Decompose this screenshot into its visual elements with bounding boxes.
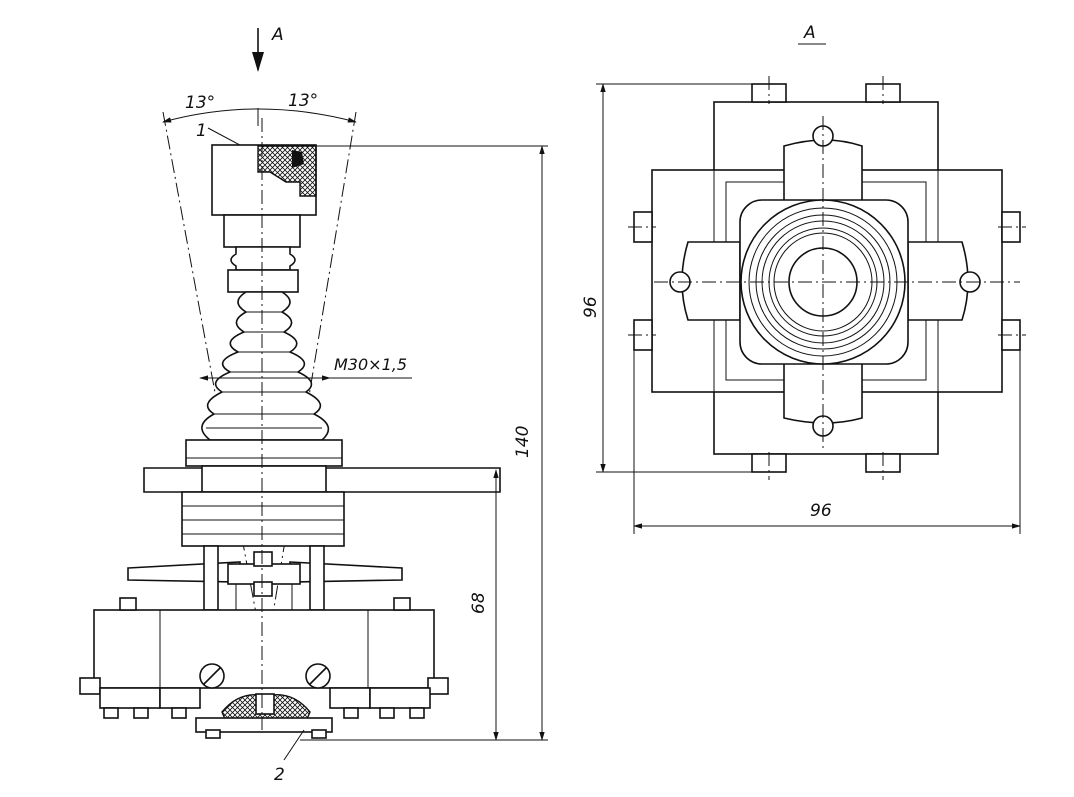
mounting-panel	[143, 439, 501, 547]
thread-label: M30×1,5	[334, 355, 407, 374]
mechanism	[127, 545, 403, 611]
base-height-label: 68	[469, 592, 489, 614]
plan-view-a: A	[581, 23, 1026, 534]
thread-dimension: M30×1,5	[199, 355, 412, 381]
rubber-bellows	[201, 291, 330, 441]
front-view: A 13° 13° 1	[79, 25, 548, 785]
view-arrow-label: A	[271, 25, 284, 45]
view-title: A	[803, 23, 816, 43]
callout-1: 1	[196, 121, 207, 141]
switch-body	[79, 597, 449, 739]
angle-right-label: 13°	[288, 91, 318, 111]
callout-2: 2	[274, 765, 285, 785]
overall-height-dimension: 140	[300, 145, 548, 741]
plan-height-dimension: 96	[581, 83, 752, 473]
base-height-dimension: 68	[469, 469, 499, 741]
control-knob	[211, 144, 317, 248]
plan-width-label: 96	[810, 501, 832, 521]
overall-height-label: 140	[513, 426, 533, 458]
lever-shaft	[227, 246, 299, 293]
view-arrow: A	[252, 25, 284, 72]
plan-width-dimension: 96	[633, 350, 1021, 534]
plan-height-label: 96	[581, 296, 601, 318]
angle-left-label: 13°	[185, 93, 215, 113]
